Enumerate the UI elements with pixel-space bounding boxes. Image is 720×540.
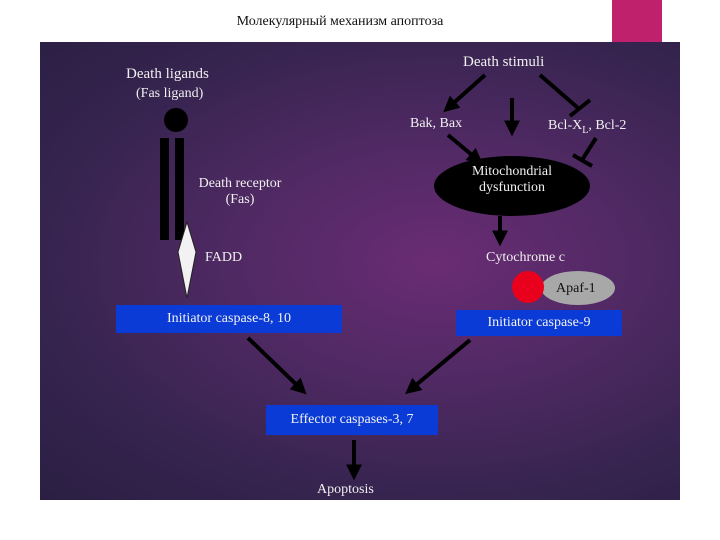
- receptor-bar-left: [160, 138, 169, 240]
- box-initiator-caspase-8-10: Initiator caspase-8, 10: [116, 305, 342, 333]
- mitochondrial-ellipse: [434, 156, 590, 216]
- arrow-casp9-to-effector: [405, 338, 472, 395]
- page-title: Молекулярный механизм апоптоза: [236, 14, 444, 29]
- label-death-receptor-line1: Death receptor: [198, 176, 282, 191]
- label-bcl-suffix: , Bcl-2: [588, 118, 627, 133]
- label-cytochrome-c: Cytochrome c: [486, 250, 565, 265]
- ligand-head: [164, 108, 188, 132]
- box-effector-caspases: Effector caspases-3, 7: [266, 405, 438, 435]
- label-mitochondrial: Mitochondrial dysfunction: [452, 164, 572, 196]
- label-mito-line2: dysfunction: [478, 180, 546, 195]
- apaf1-ellipse: [541, 271, 615, 305]
- label-death-receptor: Death receptor (Fas): [180, 176, 300, 208]
- inhibit-bcl-to-mito: [580, 136, 598, 162]
- arrow-bak-to-mito: [446, 133, 483, 165]
- arrow-casp8-to-effector: [246, 336, 307, 395]
- label-fas-ligand: (Fas ligand): [136, 86, 204, 101]
- label-death-ligands: Death ligands: [126, 66, 209, 82]
- label-bcl-prefix: Bcl-X: [548, 118, 583, 133]
- label-bcl: Bcl-XL, Bcl-2: [548, 118, 626, 136]
- receptor-bar-right: [175, 138, 184, 240]
- label-death-stimuli: Death stimuli: [463, 54, 545, 70]
- label-apaf1: Apaf-1: [556, 281, 596, 296]
- label-fas: (Fas): [225, 192, 255, 207]
- fadd-shape: [177, 220, 197, 299]
- label-apoptosis: Apoptosis: [317, 482, 374, 497]
- box-initiator-caspase-9: Initiator caspase-9: [456, 310, 622, 336]
- label-bcl-sub: L: [582, 124, 589, 136]
- label-bak-bax: Bak, Bax: [410, 116, 463, 131]
- inhibit-stimuli-to-bcl: [538, 73, 580, 110]
- inhibit-bar-bcl: [568, 98, 592, 118]
- cytochrome-red-dot: [512, 271, 544, 303]
- inhibit-bar-mito: [571, 153, 594, 168]
- arrow-stimuli-to-bak: [443, 73, 487, 113]
- label-fadd: FADD: [205, 250, 243, 265]
- label-mito-line1: Mitochondrial: [471, 164, 553, 179]
